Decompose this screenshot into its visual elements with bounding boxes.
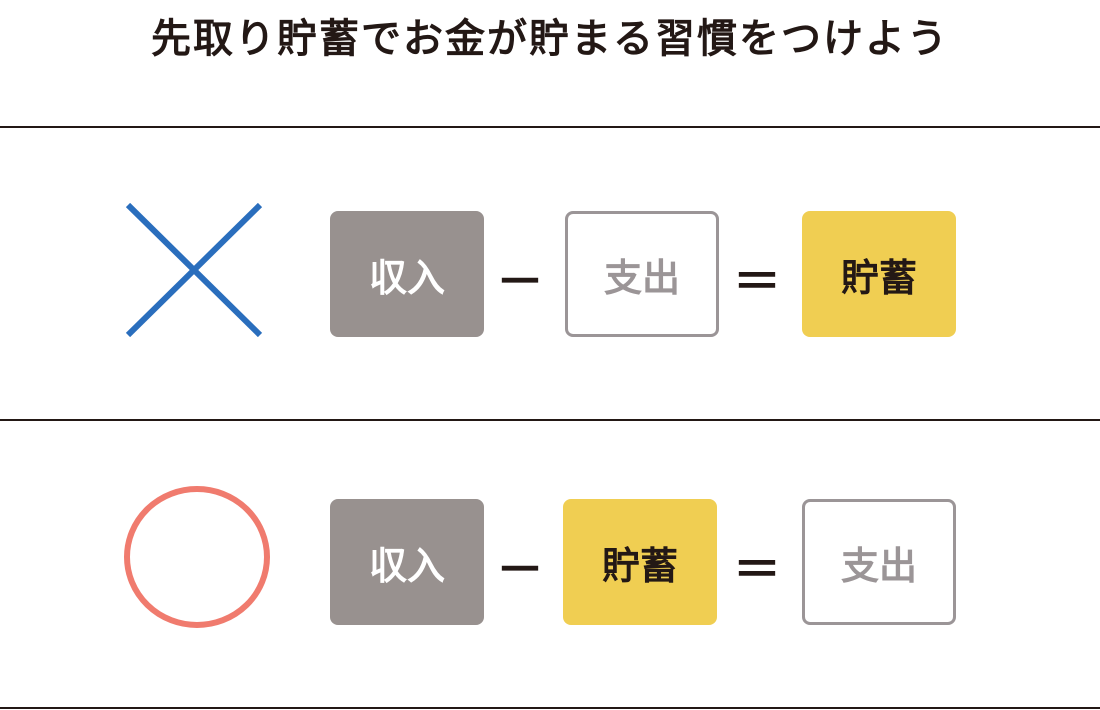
equals-sign: ＝ [732,254,781,310]
income-box: 収入 [330,211,484,337]
divider [0,419,1100,421]
circle-icon [124,486,270,628]
page-title: 先取り貯蓄でお金が貯まる習慣をつけよう [151,16,949,62]
divider [0,126,1100,128]
expense-box: 支出 [802,499,956,625]
expense-box: 支出 [565,211,719,337]
savings-box: 貯蓄 [802,211,956,337]
minus-sign: － [495,542,544,598]
divider [0,707,1100,709]
savings-box: 貯蓄 [563,499,717,625]
income-box: 収入 [330,499,484,625]
equals-sign: ＝ [732,542,781,598]
minus-sign: － [495,254,544,310]
cross-icon [125,203,263,337]
